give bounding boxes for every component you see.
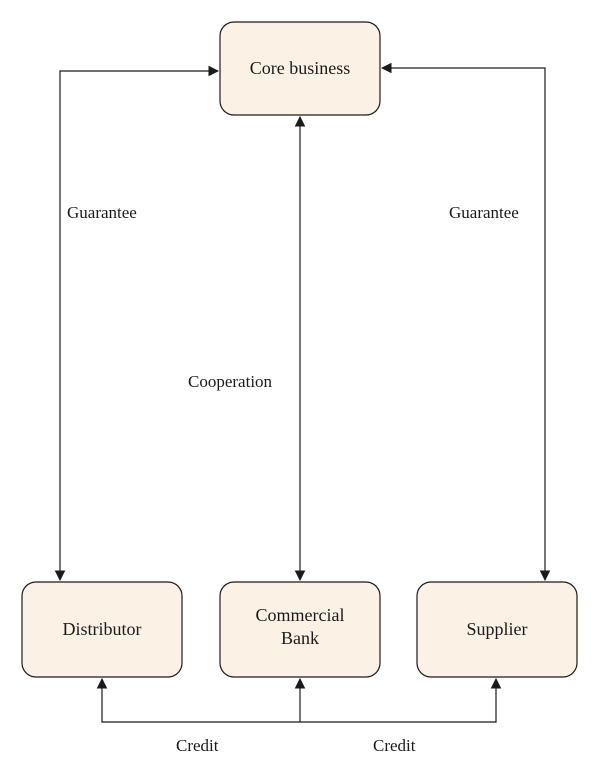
cooperation-label: Cooperation — [188, 372, 273, 391]
node-supplier: Supplier — [416, 581, 578, 678]
distributor-label: Distributor — [63, 619, 142, 639]
left-guarantee-label: Guarantee — [67, 203, 137, 222]
node-core-business: Core business — [219, 21, 381, 116]
credit-right-label: Credit — [373, 736, 416, 755]
edge-distributor-core-guarantee — [54, 65, 220, 582]
node-distributor: Distributor — [21, 581, 183, 678]
distributor-box — [21, 581, 183, 678]
edge-credit-bottom-connector — [96, 677, 502, 723]
core-business-box — [219, 21, 381, 116]
supplier-box — [416, 581, 578, 678]
right-guarantee-label: Guarantee — [449, 203, 519, 222]
commercial-bank-box — [219, 581, 381, 678]
edge-supplier-core-guarantee — [380, 62, 551, 582]
credit-left-label: Credit — [176, 736, 219, 755]
commercial-bank-label-line-2: Bank — [281, 628, 319, 648]
supplier-label: Supplier — [467, 619, 528, 639]
core-business-label: Core business — [250, 58, 351, 78]
commercial-bank-label-line-1: Commercial — [256, 605, 345, 625]
node-commercial-bank: Commercial Bank — [219, 581, 381, 678]
